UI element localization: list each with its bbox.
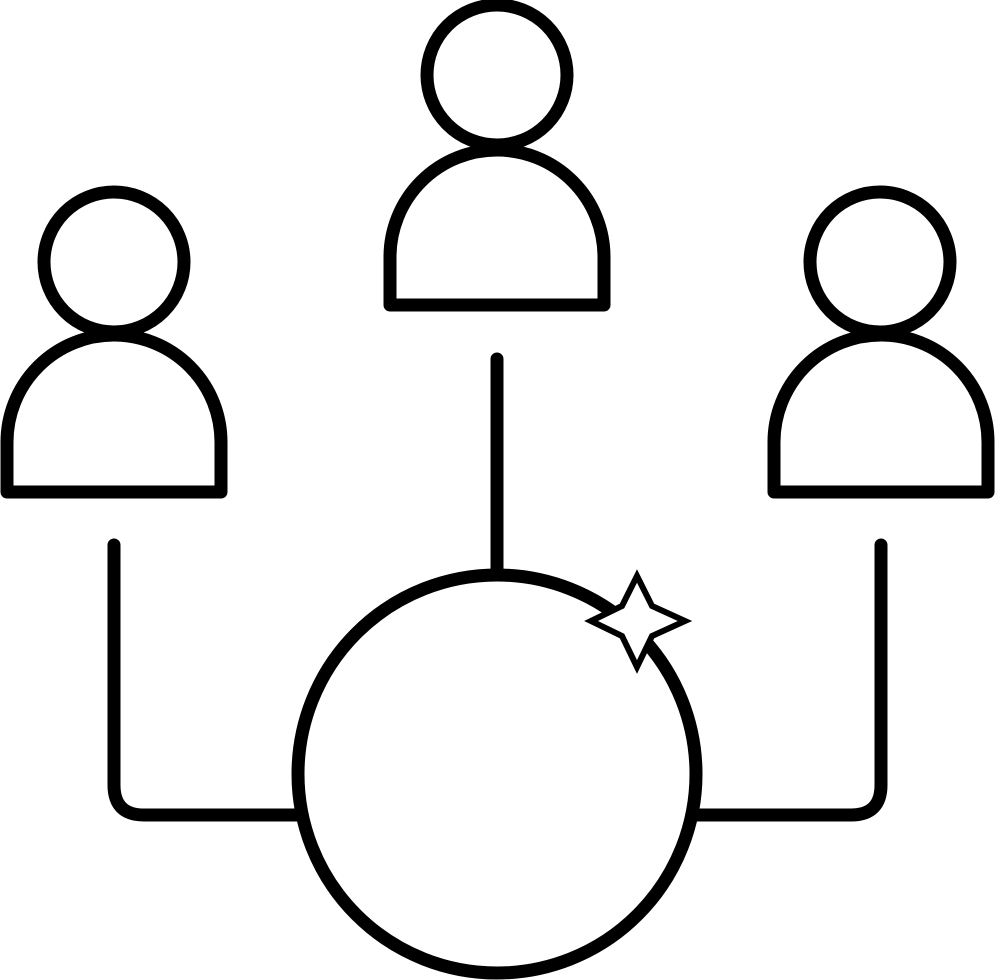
person-right-head bbox=[803, 185, 957, 339]
hub-circle bbox=[291, 568, 703, 980]
person-left-icon bbox=[0, 185, 228, 499]
person-left-body bbox=[0, 328, 228, 499]
person-center-head bbox=[420, 0, 574, 152]
hub-circle-icon bbox=[291, 568, 703, 980]
person-left-head bbox=[37, 185, 191, 339]
person-right-icon bbox=[767, 185, 995, 499]
connector-left bbox=[107, 538, 307, 822]
connector-lines bbox=[107, 352, 888, 822]
person-center-body bbox=[383, 143, 611, 312]
person-right-body bbox=[767, 328, 995, 499]
sparkle-icon bbox=[584, 569, 693, 674]
person-center-icon bbox=[383, 0, 611, 312]
connector-right bbox=[687, 538, 888, 822]
